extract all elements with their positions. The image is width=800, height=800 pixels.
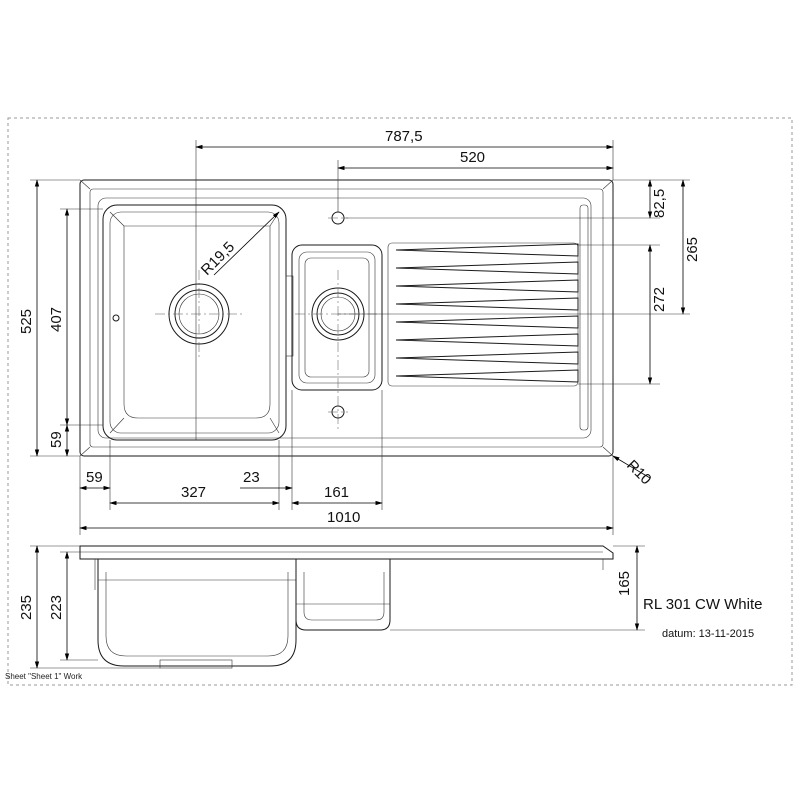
sheet-frame xyxy=(7,117,793,686)
sink-outer-rim xyxy=(79,179,614,457)
dim-59-vertical: 59 xyxy=(48,431,65,448)
dim-272: 272 xyxy=(651,287,668,312)
dim-520: 520 xyxy=(460,149,485,166)
dim-r19-5: R19,5 xyxy=(198,239,238,279)
dim-265: 265 xyxy=(684,237,701,262)
date-label: datum: 13-11-2015 xyxy=(662,628,754,640)
second-bowl xyxy=(291,244,383,391)
dim-165: 165 xyxy=(616,571,633,596)
second-bowl-profile xyxy=(295,559,391,631)
side-dimension-labels: 235 223 165 xyxy=(18,571,633,620)
main-bowl-profile xyxy=(97,559,297,667)
dim-525: 525 xyxy=(18,309,35,334)
dim-407: 407 xyxy=(48,307,65,332)
dim-1010: 1010 xyxy=(327,509,360,526)
dim-161: 161 xyxy=(324,484,349,501)
dimension-lines xyxy=(30,140,690,535)
main-bowl xyxy=(102,204,287,441)
dim-787-5: 787,5 xyxy=(385,128,423,145)
product-title: RL 301 CW White xyxy=(643,596,762,613)
dim-r10: R10 xyxy=(623,457,654,488)
top-view xyxy=(79,179,614,457)
dim-223: 223 xyxy=(48,595,65,620)
sheet-label: Sheet "Sheet 1" Work xyxy=(5,672,83,681)
dim-82-5: 82,5 xyxy=(651,189,668,218)
side-dimension-lines xyxy=(30,545,645,669)
dim-59-horizontal: 59 xyxy=(86,469,103,486)
dimension-labels: 787,5 520 82,5 265 272 525 407 59 59 327… xyxy=(18,128,701,526)
dim-23: 23 xyxy=(243,469,260,486)
dim-235: 235 xyxy=(18,595,35,620)
dim-327: 327 xyxy=(181,484,206,501)
side-view xyxy=(79,545,614,669)
drainer xyxy=(387,242,579,387)
